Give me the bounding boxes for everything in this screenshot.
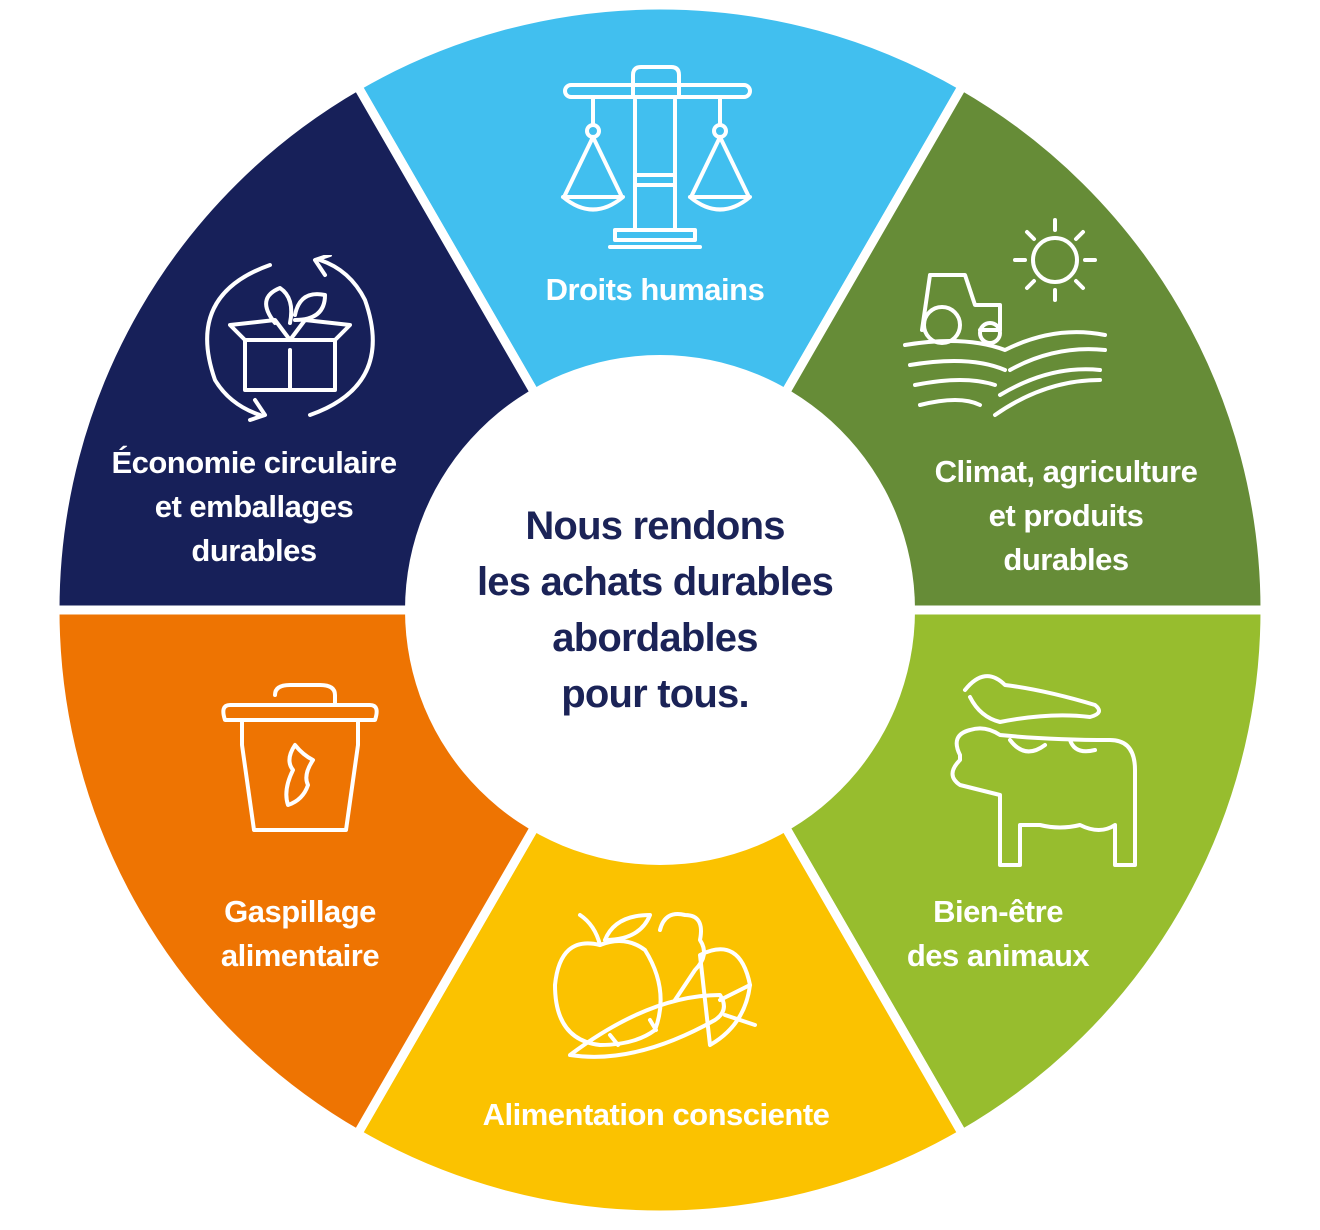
food-waste-bin-icon (221, 683, 379, 832)
scales-hand-icon (561, 65, 752, 249)
center-circle (405, 355, 915, 865)
recycle-box-icon (205, 255, 375, 422)
cow-hand-icon (950, 674, 1137, 867)
tractor-field-sun-icon (903, 218, 1107, 417)
label-alimentation-consciente: Alimentation consciente (482, 1097, 830, 1132)
wedge-alimentation (351, 600, 969, 1220)
label-droits-humains: Droits humains (545, 272, 765, 307)
wedge-droits-humains (351, 0, 969, 620)
fruit-vegetables-icon (553, 912, 757, 1059)
